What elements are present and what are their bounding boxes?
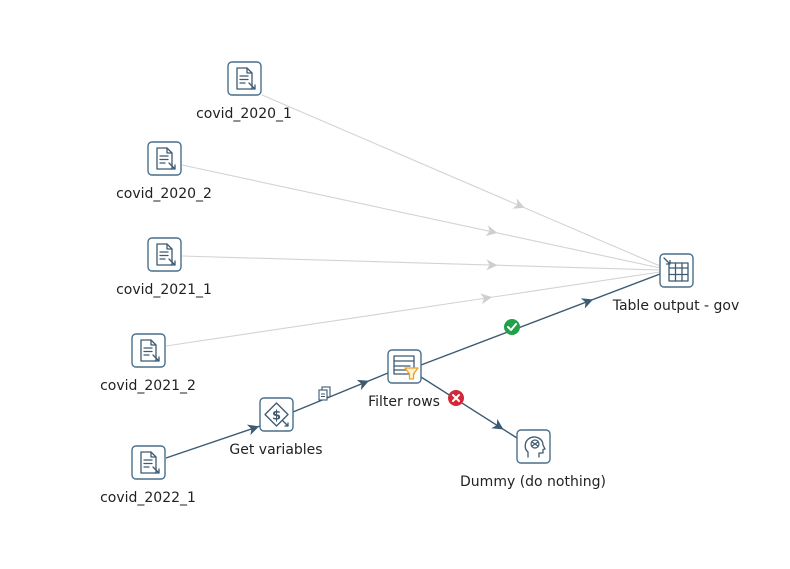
- svg-text:$: $: [272, 409, 281, 424]
- step-covid-2021-1[interactable]: covid_2021_1: [116, 237, 212, 298]
- step-label: Table output - gov: [612, 298, 740, 314]
- hop-covid-2021-1-to-table-output[interactable]: [181, 255, 661, 271]
- hop-filter-rows-to-dummy[interactable]: [420, 376, 518, 439]
- filter-rows-icon: [393, 355, 419, 380]
- true-check-icon[interactable]: [504, 319, 520, 335]
- hop-arrowhead: [246, 424, 260, 436]
- step-label: covid_2022_1: [100, 490, 196, 506]
- step-label: Filter rows: [368, 394, 440, 410]
- text-file-input-icon: [236, 67, 256, 90]
- hop-filter-rows-to-table-output[interactable]: [420, 273, 661, 366]
- step-label: covid_2020_1: [196, 106, 292, 122]
- hop-arrowhead: [512, 198, 525, 209]
- hop-arrowhead: [486, 259, 498, 271]
- hop-arrowhead: [491, 418, 504, 430]
- step-get-variables[interactable]: $ Get variables: [229, 397, 323, 458]
- step-label: Dummy (do nothing): [460, 474, 606, 490]
- text-file-input-icon: [156, 147, 176, 170]
- text-file-input-icon: [156, 243, 176, 266]
- step-covid-2022-1[interactable]: covid_2022_1: [100, 445, 196, 506]
- text-file-input-icon: [140, 339, 160, 362]
- step-label: covid_2020_2: [116, 186, 212, 202]
- hop-covid-2020-2-to-table-output[interactable]: [181, 164, 661, 269]
- text-file-input-icon: [140, 451, 160, 474]
- hop-arrowhead: [485, 225, 498, 237]
- table-output-icon: [663, 257, 689, 282]
- hop-get-variables-to-filter-rows[interactable]: [292, 372, 389, 413]
- step-dummy-do-nothing[interactable]: Dummy (do nothing): [460, 429, 606, 490]
- step-label: covid_2021_1: [116, 282, 212, 298]
- dummy-icon: [524, 436, 546, 458]
- get-variables-icon: $: [264, 402, 289, 427]
- step-covid-2020-1[interactable]: covid_2020_1: [196, 61, 292, 122]
- hop-covid-2022-1-to-get-variables[interactable]: [165, 421, 261, 459]
- step-label: covid_2021_2: [100, 378, 196, 394]
- step-covid-2020-2[interactable]: covid_2020_2: [116, 141, 212, 202]
- hop-arrowhead: [356, 379, 369, 391]
- copy-rows-icon[interactable]: [318, 386, 331, 401]
- hop-arrowhead: [580, 298, 594, 309]
- step-label: Get variables: [229, 442, 322, 458]
- hop-covid-2020-1-to-table-output[interactable]: [261, 94, 661, 267]
- step-covid-2021-2[interactable]: covid_2021_2: [100, 333, 196, 394]
- step-filter-rows[interactable]: Filter rows: [368, 349, 440, 410]
- hop-arrowhead: [480, 293, 493, 305]
- false-cross-icon[interactable]: [448, 390, 464, 406]
- hop-covid-2021-2-to-table-output[interactable]: [165, 271, 661, 347]
- step-table-output-gov[interactable]: Table output - gov: [612, 253, 740, 314]
- hops-layer: [165, 94, 661, 459]
